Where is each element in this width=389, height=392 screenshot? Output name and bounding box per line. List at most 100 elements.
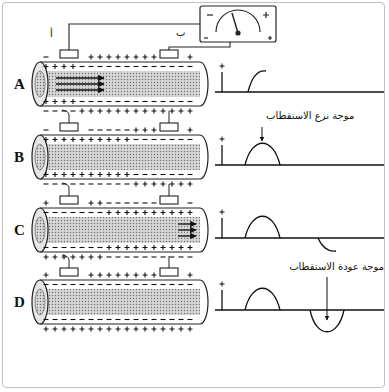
current-arrow	[178, 235, 196, 236]
fiber-end	[32, 208, 48, 252]
charge-sign	[80, 319, 85, 320]
charge-sign	[125, 273, 130, 278]
trace-axis	[221, 290, 222, 310]
charge-sign	[89, 101, 94, 102]
electrode-lead	[62, 183, 69, 196]
nerve-fiber	[32, 110, 384, 187]
potential-trace	[215, 282, 384, 332]
charge-sign	[116, 245, 121, 250]
charge-sign	[170, 210, 175, 215]
charge-sign	[134, 182, 139, 187]
charge-sign	[98, 255, 103, 260]
nerve-fiber	[32, 50, 384, 114]
charge-sign	[125, 327, 130, 332]
charge-sign	[188, 139, 193, 140]
charge-sign	[44, 56, 49, 57]
wave-label: موجة عودة الاستقطاب	[289, 261, 384, 273]
charge-sign	[98, 101, 103, 102]
charge-sign	[170, 245, 175, 250]
charge-sign	[116, 129, 121, 130]
current-arrow	[56, 89, 104, 90]
charge-sign	[116, 327, 121, 332]
charge-sign	[71, 212, 76, 213]
charge-sign	[62, 327, 67, 332]
charge-sign	[170, 139, 175, 140]
charge-sign	[89, 284, 94, 285]
charge-sign	[107, 284, 112, 285]
electrode-lead	[169, 111, 170, 123]
fiber-end-core	[35, 71, 45, 97]
charge-sign	[179, 182, 184, 187]
charge-sign	[107, 66, 112, 67]
charge-sign	[62, 319, 67, 320]
charge-sign	[80, 137, 85, 142]
electrode-lead	[169, 184, 170, 196]
charge-sign	[152, 273, 157, 278]
charge-sign	[53, 172, 58, 177]
charge-sign	[107, 55, 112, 60]
charge-sign	[161, 284, 166, 285]
charge-sign	[44, 247, 49, 248]
charge-sign	[53, 110, 58, 111]
charge-sign	[125, 183, 130, 184]
charge-sign	[71, 110, 76, 111]
charge-sign	[98, 55, 103, 60]
charge-sign	[107, 137, 112, 142]
charge-sign	[170, 182, 175, 187]
charge-signs	[44, 273, 193, 332]
fiber-membrane	[40, 62, 208, 106]
charge-sign	[98, 66, 103, 67]
charge-sign	[188, 55, 193, 60]
electrode	[160, 50, 178, 58]
charge-sign	[44, 137, 49, 142]
electrode-label: ب	[176, 27, 185, 39]
charge-sign	[152, 55, 157, 60]
charge-sign	[161, 256, 166, 257]
action-potential-wave	[248, 71, 266, 92]
charge-sign	[143, 210, 148, 215]
charge-sign	[89, 247, 94, 248]
charge-sign	[152, 256, 157, 257]
charge-sign	[80, 247, 85, 248]
charge-sign	[152, 319, 157, 320]
action-potential-wave	[245, 288, 344, 332]
charge-sign	[134, 273, 139, 278]
trace-axis	[221, 72, 222, 92]
axon-core	[40, 217, 200, 243]
charge-sign	[134, 55, 139, 60]
charge-sign	[107, 210, 112, 215]
charge-sign	[152, 101, 157, 102]
trace-axis	[221, 218, 222, 238]
electrode-label: أ	[50, 28, 53, 40]
charge-sign	[116, 256, 121, 257]
charge-sign	[143, 319, 148, 320]
charge-sign	[134, 109, 139, 114]
charge-sign	[44, 201, 49, 206]
charge-sign	[134, 284, 139, 285]
electrode	[160, 123, 178, 131]
electrode	[60, 50, 78, 58]
charge-sign	[179, 109, 184, 114]
charge-sign	[62, 99, 67, 104]
charge-sign	[44, 64, 49, 69]
charge-sign	[161, 245, 166, 250]
trace-axis	[221, 145, 222, 165]
charge-sign	[170, 284, 175, 285]
charge-sign	[134, 66, 139, 67]
charge-sign	[143, 327, 148, 332]
charge-sign	[116, 210, 121, 215]
electrode-lead	[62, 110, 69, 123]
fiber-membrane	[40, 135, 208, 179]
charge-sign	[44, 319, 49, 320]
axon-core	[40, 71, 200, 97]
potential-trace	[215, 137, 384, 166]
charge-sign	[98, 201, 103, 206]
row-letter: A	[14, 76, 25, 93]
charge-sign	[80, 101, 85, 102]
charge-sign	[116, 284, 121, 285]
axis-plus-sign	[220, 282, 225, 287]
charge-sign	[152, 139, 157, 140]
charge-sign	[71, 319, 76, 320]
charge-sign	[62, 172, 67, 177]
charge-sign	[125, 210, 130, 215]
